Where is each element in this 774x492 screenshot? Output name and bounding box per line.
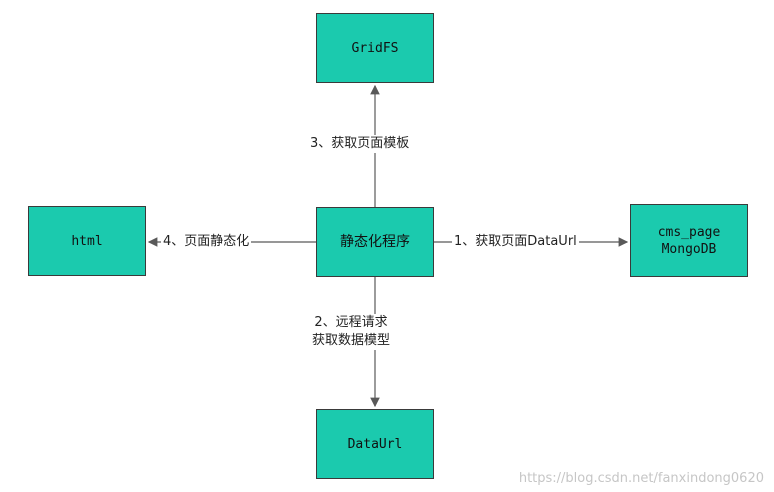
static-program-label: 静态化程序 <box>340 233 410 250</box>
gridfs-label: GridFS <box>351 40 399 56</box>
html-node: html <box>28 206 146 276</box>
gridfs-node: GridFS <box>316 13 434 83</box>
edge-label-remote-request-line1: 2、远程请求 <box>314 315 388 330</box>
edge-label-staticize: 4、页面静态化 <box>161 233 252 251</box>
edge-label-get-template: 3、获取页面模板 <box>308 135 412 153</box>
dataurl-node: DataUrl <box>316 409 434 479</box>
static-program-node: 静态化程序 <box>316 207 434 277</box>
edge-label-remote-request: 2、远程请求 获取数据模型 <box>310 314 393 350</box>
cms-page-label: cms_page <box>657 224 721 240</box>
dataurl-label: DataUrl <box>347 436 403 452</box>
cms-page-node: cms_page MongoDB <box>630 204 748 277</box>
watermark: https://blog.csdn.net/fanxindong0620 <box>518 471 764 486</box>
html-label: html <box>71 233 103 249</box>
mongodb-label: MongoDB <box>661 241 717 257</box>
edge-label-remote-request-line2: 获取数据模型 <box>312 333 391 348</box>
edge-label-get-dataurl: 1、获取页面DataUrl <box>452 233 579 251</box>
